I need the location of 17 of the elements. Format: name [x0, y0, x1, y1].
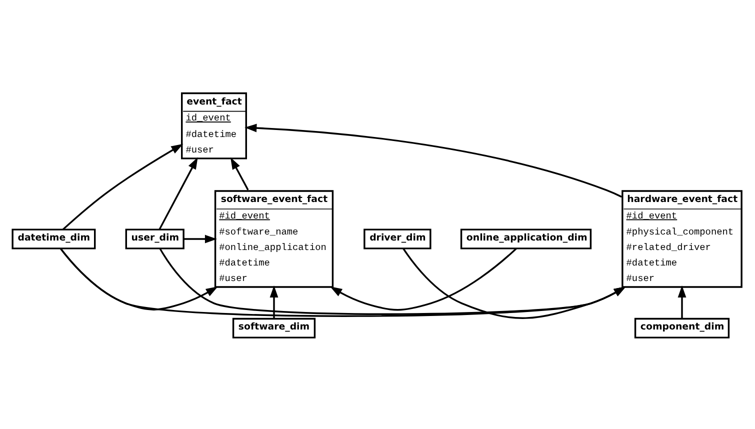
arrow — [678, 284, 686, 318]
node-box: datetime_dim — [12, 228, 96, 249]
arrow — [244, 123, 622, 198]
arrow — [184, 234, 217, 243]
arrow — [270, 284, 278, 318]
arrow — [230, 156, 249, 190]
node-box: component_dim — [634, 317, 730, 338]
arrow — [330, 247, 517, 310]
node-box: driver_dim — [364, 228, 432, 249]
node-box: software_dim — [232, 317, 316, 338]
arrow — [402, 248, 626, 318]
arrow — [60, 248, 626, 316]
arrow — [62, 143, 184, 230]
node-box: user_dim — [125, 228, 184, 249]
arrow — [158, 156, 198, 230]
node-box: online_application_dim — [460, 228, 592, 249]
arrow — [159, 248, 626, 314]
